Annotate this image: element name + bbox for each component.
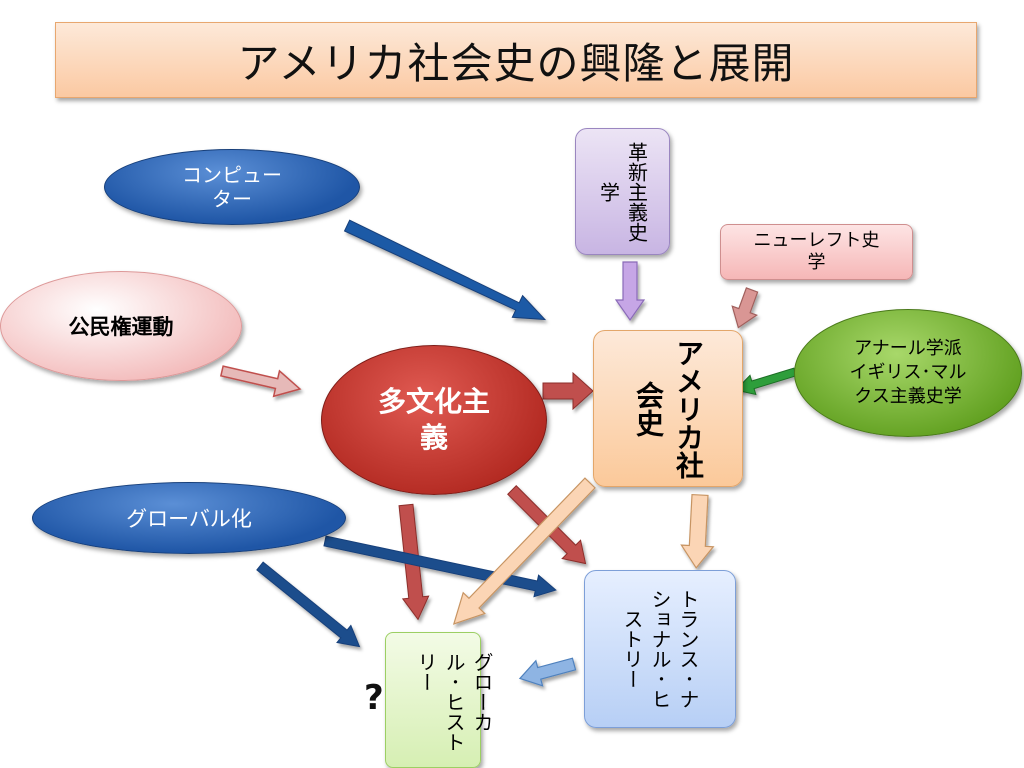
arrow-revolutionary-to-american-social-history: [614, 261, 646, 322]
revolutionary-history-node: 革新主義史学: [575, 128, 670, 255]
computer-node: コンピュー ター: [104, 149, 360, 225]
arrow-globalization-to-glocal: [256, 561, 361, 648]
multiculturalism-node: 多文化主 義: [321, 345, 547, 495]
arrow-globalization-to-transnational: [323, 535, 557, 598]
civil-rights-node: 公民権運動: [0, 271, 242, 381]
page-title: アメリカ社会史の興隆と展開: [55, 22, 977, 98]
revolutionary-history-label: 革新主義史学: [596, 141, 649, 242]
new-left-node: ニューレフト史 学: [720, 224, 913, 280]
glocal-label: グローカル･ヒストリー: [414, 652, 494, 752]
arrow-new-left-to-american-social-history: [731, 287, 759, 329]
arrow-transnational-to-glocal: [518, 657, 577, 687]
american-social-history-node: アメリカ社会史: [593, 330, 743, 487]
globalization-node: グローバル化: [32, 482, 346, 554]
annales-node: アナール学派 イギリス･マル クス主義史学: [794, 309, 1022, 437]
transnational-node: トランス･ナショナル･ヒストリー: [584, 570, 736, 728]
glocal-node: [385, 632, 481, 768]
question-mark: ?: [364, 678, 384, 718]
arrow-computer-to-american-social-history: [343, 219, 547, 321]
arrow-american-social-history-to-glocal: [452, 477, 596, 625]
arrow-civil-rights-to-multiculturalism: [219, 365, 302, 398]
arrow-multiculturalism-to-american-social-history: [542, 371, 594, 411]
arrow-american-social-history-to-transnational: [680, 493, 715, 569]
transnational-label: トランス･ナショナル･ヒストリー: [620, 589, 700, 709]
american-social-history-label: アメリカ社会史: [632, 338, 705, 479]
